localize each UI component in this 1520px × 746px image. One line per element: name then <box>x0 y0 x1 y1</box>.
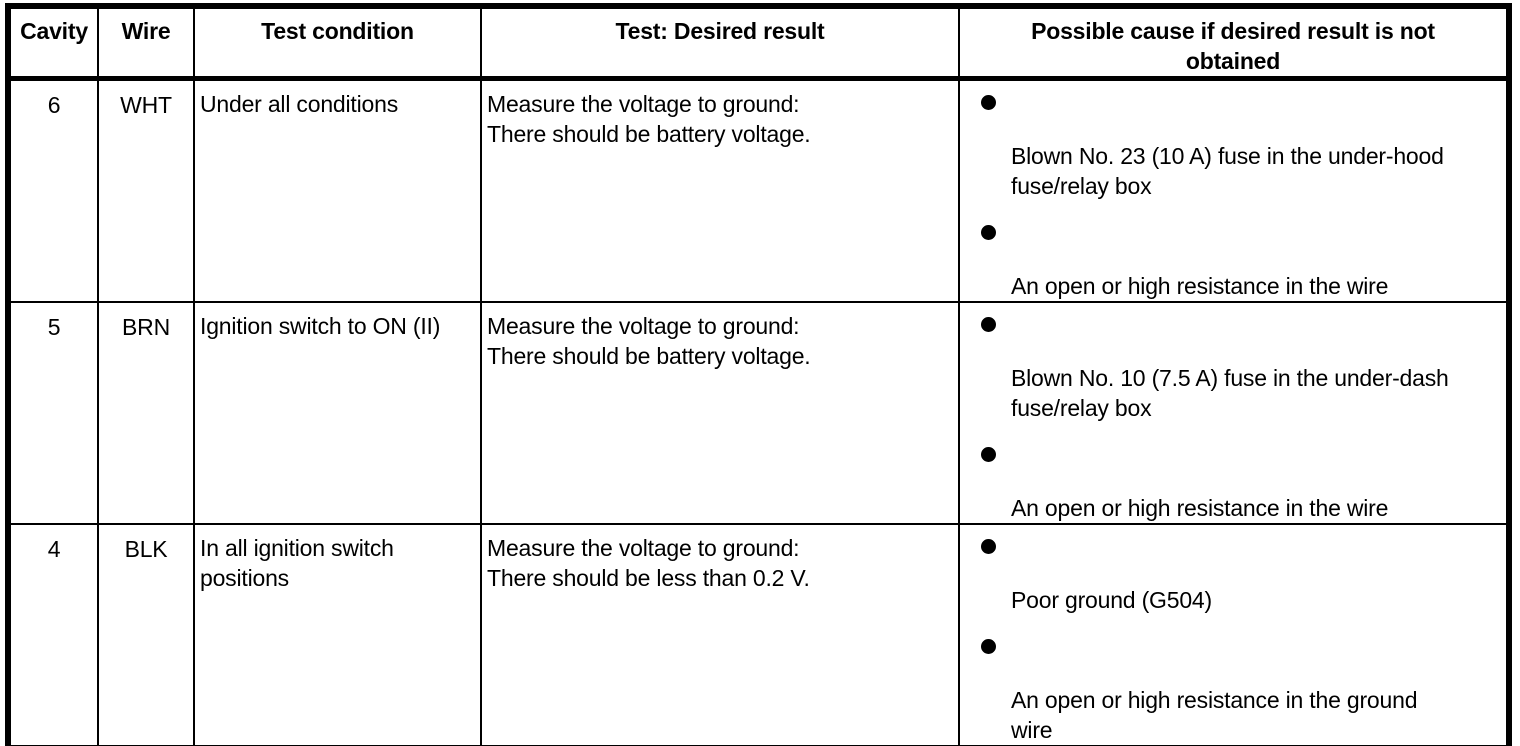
cavity-value: 5 <box>7 301 99 525</box>
desired-result: Measure the voltage to ground: There sho… <box>480 523 960 746</box>
header-cavity: Cavity <box>7 5 99 81</box>
cause-item: Blown No. 23 (10 A) fuse in the under-ho… <box>981 87 1496 201</box>
bullet-icon <box>981 224 996 240</box>
test-condition: Under all conditions <box>193 77 482 303</box>
bullet-icon <box>981 638 996 654</box>
table-row-cavity-5: 5 BRN Ignition switch to ON (II) Measure… <box>7 301 1510 525</box>
table-header-row: Cavity Wire Test condition Test: Desired… <box>7 5 1510 81</box>
bullet-icon <box>981 94 996 110</box>
wire-color: WHT <box>97 77 195 303</box>
table-row-cavity-4: 4 BLK In all ignition switch positions M… <box>7 523 1510 746</box>
wire-color: BRN <box>97 301 195 525</box>
possible-causes-cell: Blown No. 10 (7.5 A) fuse in the under-d… <box>958 301 1510 525</box>
header-wire: Wire <box>97 5 195 81</box>
cause-text: Blown No. 10 (7.5 A) fuse in the under-d… <box>1011 365 1449 421</box>
cause-item: An open or high resistance in the wire <box>981 217 1496 300</box>
cause-item: An open or high resistance in the ground… <box>981 631 1496 745</box>
desired-result: Measure the voltage to ground: There sho… <box>480 301 960 525</box>
bullet-icon <box>981 446 996 462</box>
possible-causes-cell: Poor ground (G504) An open or high resis… <box>958 523 1510 746</box>
cavity-value: 4 <box>7 523 99 746</box>
table-row-cavity-6: 6 WHT Under all conditions Measure the v… <box>7 77 1510 303</box>
connector-test-table: Cavity Wire Test condition Test: Desired… <box>5 3 1512 746</box>
cavity-value: 6 <box>7 77 99 303</box>
bullet-icon <box>981 316 996 332</box>
test-condition: Ignition switch to ON (II) <box>193 301 482 525</box>
cause-text: An open or high resistance in the ground… <box>1011 687 1418 743</box>
wire-color: BLK <box>97 523 195 746</box>
test-condition: In all ignition switch positions <box>193 523 482 746</box>
cause-item: An open or high resistance in the wire <box>981 439 1496 522</box>
cause-text: Blown No. 23 (10 A) fuse in the under-ho… <box>1011 143 1444 199</box>
bullet-icon <box>981 538 996 554</box>
cause-text: An open or high resistance in the wire <box>1011 495 1389 521</box>
header-test-condition: Test condition <box>193 5 482 81</box>
header-desired-result: Test: Desired result <box>480 5 960 81</box>
cause-text: An open or high resistance in the wire <box>1011 273 1389 299</box>
cause-item: Blown No. 10 (7.5 A) fuse in the under-d… <box>981 309 1496 423</box>
desired-result: Measure the voltage to ground: There sho… <box>480 77 960 303</box>
cause-text: Poor ground (G504) <box>1011 587 1212 613</box>
header-possible-cause: Possible cause if desired result is not … <box>958 5 1510 81</box>
possible-causes-cell: Blown No. 23 (10 A) fuse in the under-ho… <box>958 77 1510 303</box>
cause-item: Poor ground (G504) <box>981 531 1496 615</box>
